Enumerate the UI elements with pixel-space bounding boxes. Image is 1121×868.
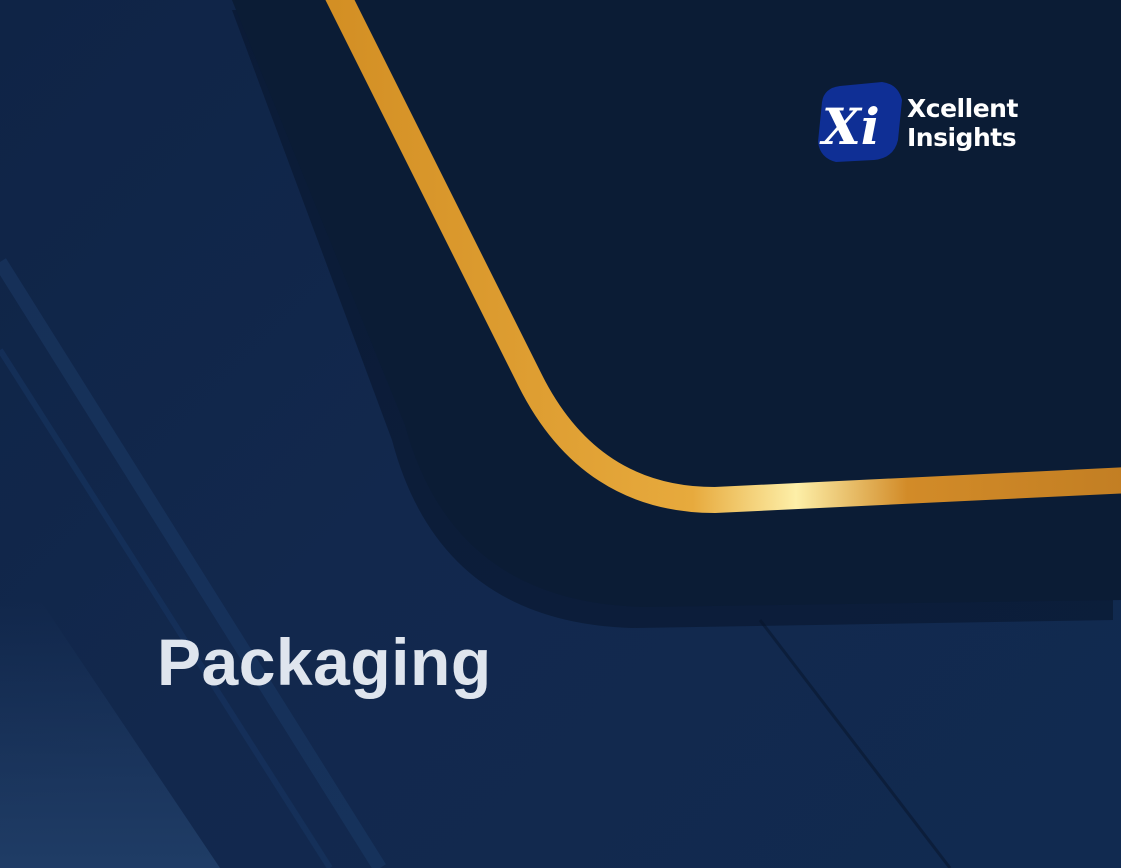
diagonal-streak	[0, 258, 386, 868]
light-glow	[0, 600, 220, 868]
logo-name-line1: Xcellent	[907, 94, 1018, 123]
brand-logo: Xi Xcellent Insights	[818, 82, 1038, 162]
logo-mark-text: Xi	[819, 97, 880, 156]
logo-wordmark: Xcellent Insights	[907, 94, 1018, 152]
logo-badge-icon: Xi	[818, 82, 902, 162]
diagonal-streak	[0, 348, 333, 868]
diagonal-streak	[758, 619, 952, 868]
logo-name-line2: Insights	[907, 123, 1017, 152]
dark-panel	[232, 0, 1121, 607]
gold-stripe	[325, 0, 1121, 514]
page-title: Packaging	[157, 625, 492, 699]
